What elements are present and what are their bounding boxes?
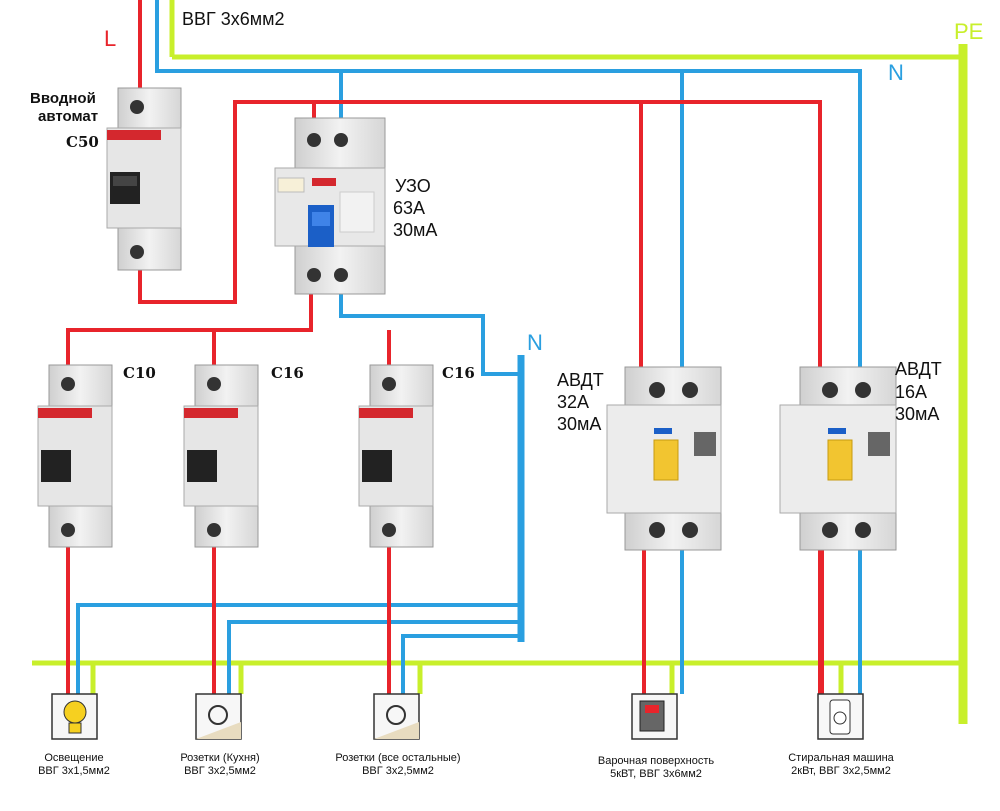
neutral-bus-label: N — [527, 330, 543, 355]
neutral-wires — [76, 0, 862, 694]
rcbo-label-3: 30мА — [557, 414, 602, 434]
rcd-label-3: 30мА — [393, 220, 438, 240]
load-caption: Розетки (Кухня) ВВГ 3х2,5мм2 — [150, 752, 290, 778]
neutral-label-top: N — [888, 60, 904, 85]
rcbo-label-1: АВДТ — [557, 370, 604, 390]
load-name: Освещение — [44, 752, 104, 764]
breaker-c16-other — [358, 364, 434, 548]
rcd-label-1: УЗО — [395, 176, 431, 196]
load-name: Стиральная машина — [788, 752, 894, 764]
load-cable: ВВГ 3х2,5мм2 — [362, 765, 434, 777]
breaker-rating: C16 — [442, 364, 475, 382]
pe-label: PE — [954, 19, 984, 44]
breaker-c16-kitchen — [183, 364, 259, 548]
phase-label: L — [104, 26, 117, 51]
breaker-rating: C10 — [123, 364, 156, 382]
load-cable: ВВГ 3х1,5мм2 — [38, 765, 110, 777]
load-cable: ВВГ 3х2,5мм2 — [184, 765, 256, 777]
load-caption: Освещение ВВГ 3х1,5мм2 — [4, 752, 144, 778]
washer-icon — [817, 693, 864, 740]
rcbo-16a — [779, 366, 897, 551]
load-caption: Варочная поверхность 5кВТ, ВВГ 3х6мм2 — [586, 755, 726, 781]
input-breaker — [106, 87, 182, 271]
load-name: Розетки (все остальные) — [335, 752, 461, 764]
load-name: Варочная поверхность — [597, 755, 715, 767]
input-breaker-rating: C50 — [66, 133, 99, 151]
load-cable: 2кВт, ВВГ 3х2,5мм2 — [791, 765, 891, 777]
load-cable: 5кВТ, ВВГ 3х6мм2 — [610, 768, 702, 780]
rcd-device — [274, 117, 386, 295]
socket-icon — [373, 693, 420, 740]
rcbo-label-3: 30мА — [895, 404, 940, 424]
socket-icon — [195, 693, 242, 740]
phase-wires — [66, 0, 824, 694]
lamp-icon — [51, 693, 98, 740]
input-breaker-title: Вводной — [30, 90, 96, 107]
load-caption: Розетки (все остальные) ВВГ 3х2,5мм2 — [328, 752, 468, 778]
input-cable-label: ВВГ 3х6мм2 — [182, 9, 285, 29]
pe-wires — [32, 0, 968, 724]
load-caption: Стиральная машина 2кВт, ВВГ 3х2,5мм2 — [771, 752, 911, 778]
input-breaker-subtitle: автомат — [38, 108, 99, 125]
cooktop-icon — [631, 693, 678, 740]
breaker-rating: C16 — [271, 364, 304, 382]
rcbo-label-1: АВДТ — [895, 359, 942, 379]
rcbo-32a — [606, 366, 722, 551]
rcbo-label-2: 32А — [557, 392, 590, 412]
load-name: Розетки (Кухня) — [180, 752, 260, 764]
rcbo-label-2: 16А — [895, 382, 928, 402]
rcd-label-2: 63А — [393, 198, 426, 218]
breaker-c10 — [37, 364, 113, 548]
